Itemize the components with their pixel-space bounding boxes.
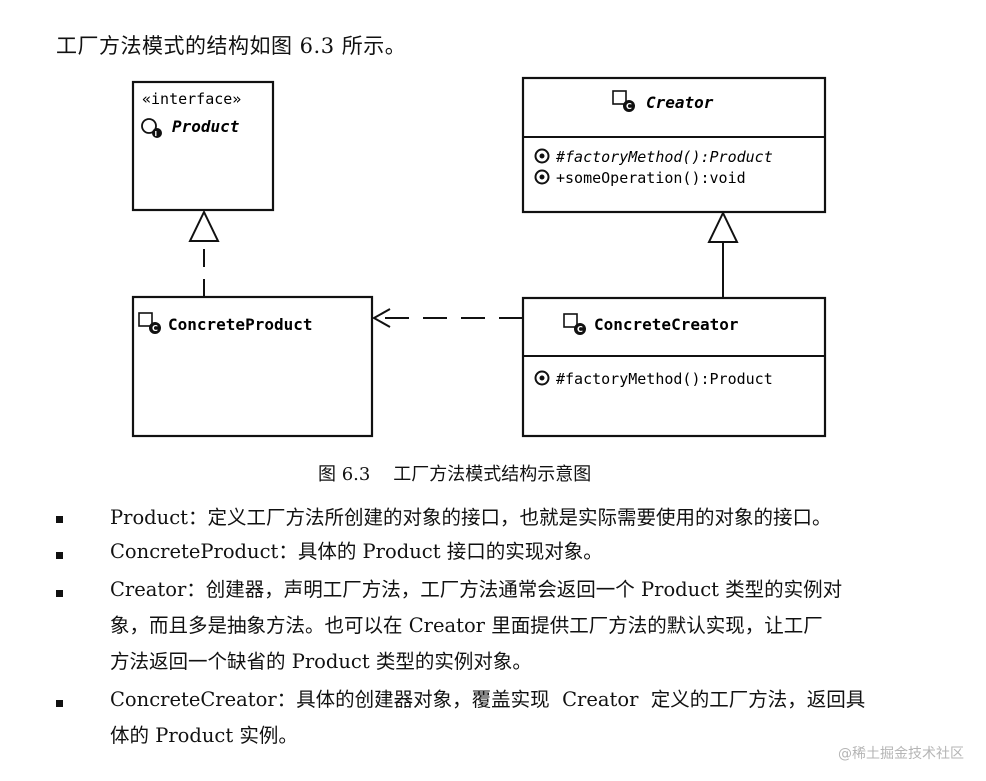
svg-text:C: C <box>577 325 583 334</box>
operation-icon <box>534 370 550 386</box>
concrete-product-box: C ConcreteProduct <box>131 295 374 438</box>
svg-text:C: C <box>626 102 632 111</box>
bullet-line: ConcreteCreator：具体的创建器对象，覆盖实现 Creator 定义… <box>110 688 866 711</box>
intro-text: 工厂方法模式的结构如图 6.3 所示。 <box>56 34 407 58</box>
realization-arrow <box>188 209 220 297</box>
class-icon: C <box>138 312 161 334</box>
creator-member-factory: #factoryMethod():Product <box>555 148 773 166</box>
bullet-marker <box>56 516 63 523</box>
bullet-line: ConcreteProduct：具体的 Product 接口的实现对象。 <box>110 540 603 563</box>
bullet-marker <box>56 590 63 597</box>
bullet-line: 方法返回一个缺省的 Product 类型的实例对象。 <box>110 650 532 673</box>
dependency-arrow <box>371 308 523 328</box>
uml-diagram: «interface» I Product C Creator #factory… <box>131 76 827 438</box>
operation-icon <box>534 148 550 164</box>
bullet-line: Product：定义工厂方法所创建的对象的接口，也就是实际需要使用的对象的接口。 <box>110 506 832 529</box>
creator-member-operation: +someOperation():void <box>556 169 746 187</box>
svg-text:I: I <box>155 130 158 138</box>
bullet-marker <box>56 700 63 707</box>
product-name: Product <box>172 117 240 136</box>
figure-caption: 图 6.3 工厂方法模式结构示意图 <box>318 464 592 485</box>
concrete-creator-box: C ConcreteCreator #factoryMethod():Produ… <box>521 296 827 438</box>
creator-name: Creator <box>646 93 714 112</box>
creator-class-box: C Creator #factoryMethod():Product +some… <box>521 76 827 214</box>
bullet-marker <box>56 552 63 559</box>
watermark: @稀土掘金技术社区 <box>838 746 964 762</box>
class-icon: C <box>563 313 586 335</box>
class-icon: C <box>612 90 635 112</box>
operation-icon <box>534 169 550 185</box>
concrete-creator-name: ConcreteCreator <box>594 315 739 334</box>
product-stereotype: «interface» <box>142 90 241 108</box>
svg-text:C: C <box>152 324 158 333</box>
bullet-line: 体的 Product 实例。 <box>110 724 298 747</box>
generalization-arrow <box>707 210 739 298</box>
product-interface-box: «interface» I Product <box>131 80 275 212</box>
bullet-line: 象，而且多是抽象方法。也可以在 Creator 里面提供工厂方法的默认实现，让工… <box>110 614 823 637</box>
interface-icon: I <box>141 118 162 138</box>
concrete-product-name: ConcreteProduct <box>168 315 313 334</box>
concrete-creator-member-factory: #factoryMethod():Product <box>556 370 773 388</box>
bullet-line: Creator：创建器，声明工厂方法，工厂方法通常会返回一个 Product 类… <box>110 578 843 601</box>
